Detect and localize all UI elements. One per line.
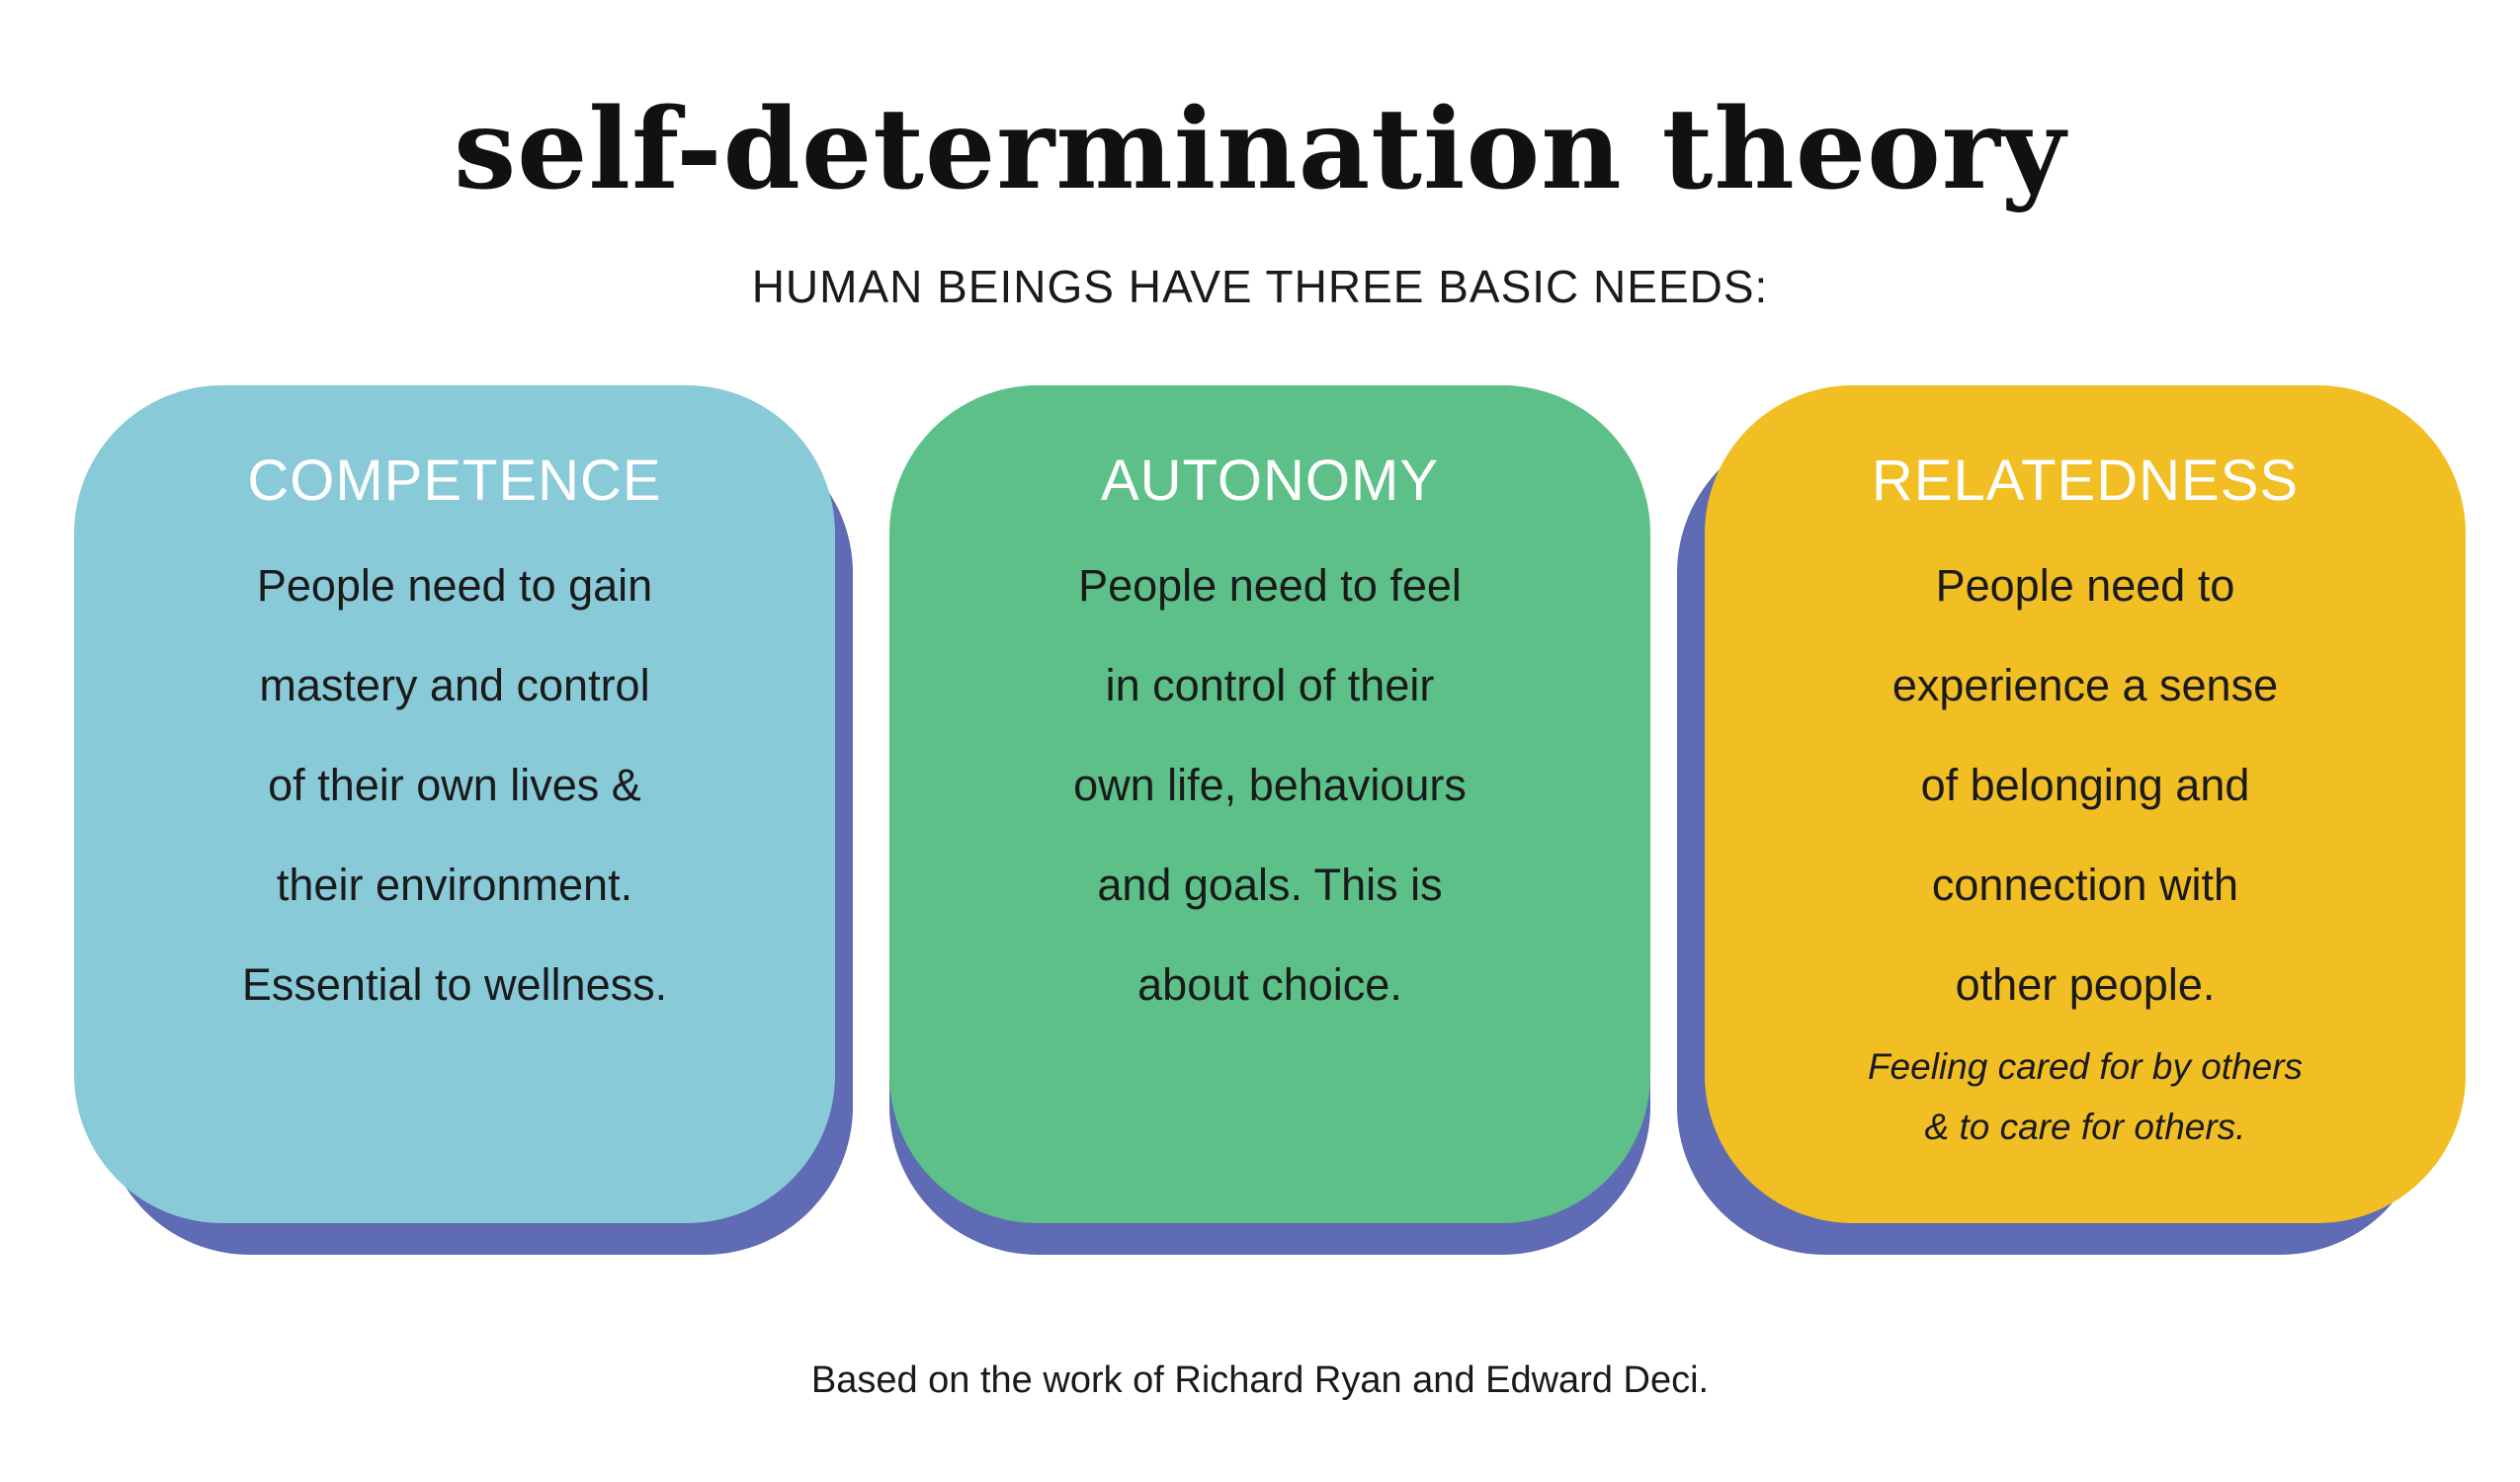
autonomy-heading: AUTONOMY <box>1100 449 1440 513</box>
relatedness-line: experience a sense <box>1891 660 2279 710</box>
autonomy-card: AUTONOMY People need to feel in control … <box>889 385 1650 1223</box>
autonomy-description: People need to feel in control of their … <box>889 535 1650 1034</box>
relatedness-card-group: RELATEDNESS People need to experience a … <box>1677 385 2474 1265</box>
competence-line: of their own lives & <box>268 760 641 810</box>
relatedness-line: People need to <box>1935 560 2235 611</box>
relatedness-line: of belonging and <box>1920 760 2250 810</box>
competence-line: Essential to wellness. <box>241 959 668 1010</box>
relatedness-card: RELATEDNESS People need to experience a … <box>1705 385 2466 1223</box>
autonomy-card-group: AUTONOMY People need to feel in control … <box>889 385 1658 1265</box>
competence-line: People need to gain <box>256 560 653 611</box>
competence-card: COMPETENCE People need to gain mastery a… <box>74 385 835 1223</box>
competence-card-group: COMPETENCE People need to gain mastery a… <box>74 385 853 1265</box>
attribution-footer: Based on the work of Richard Ryan and Ed… <box>810 1359 1710 1401</box>
relatedness-note-line: & to care for others. <box>1924 1107 2246 1147</box>
autonomy-line: own life, behaviours <box>1073 760 1467 810</box>
page-title: self-determination theory <box>454 85 2066 214</box>
relatedness-line: connection with <box>1931 860 2239 910</box>
autonomy-line: and goals. This is <box>1097 860 1443 910</box>
relatedness-note-line: Feeling cared for by others <box>1867 1046 2304 1087</box>
page-subtitle: HUMAN BEINGS HAVE THREE BASIC NEEDS: <box>751 261 1769 312</box>
competence-line: their environment. <box>276 860 633 910</box>
autonomy-line: about choice. <box>1137 959 1402 1010</box>
autonomy-line: in control of their <box>1105 660 1435 710</box>
competence-description: People need to gain mastery and control … <box>74 535 835 1034</box>
autonomy-line: People need to feel <box>1078 560 1462 611</box>
relatedness-heading: RELATEDNESS <box>1871 449 2300 513</box>
competence-line: mastery and control <box>259 660 650 710</box>
relatedness-note: Feeling cared for by others & to care fo… <box>1705 1036 2466 1157</box>
relatedness-line: other people. <box>1955 959 2216 1010</box>
competence-heading: COMPETENCE <box>247 449 662 513</box>
relatedness-description: People need to experience a sense of bel… <box>1705 535 2466 1034</box>
